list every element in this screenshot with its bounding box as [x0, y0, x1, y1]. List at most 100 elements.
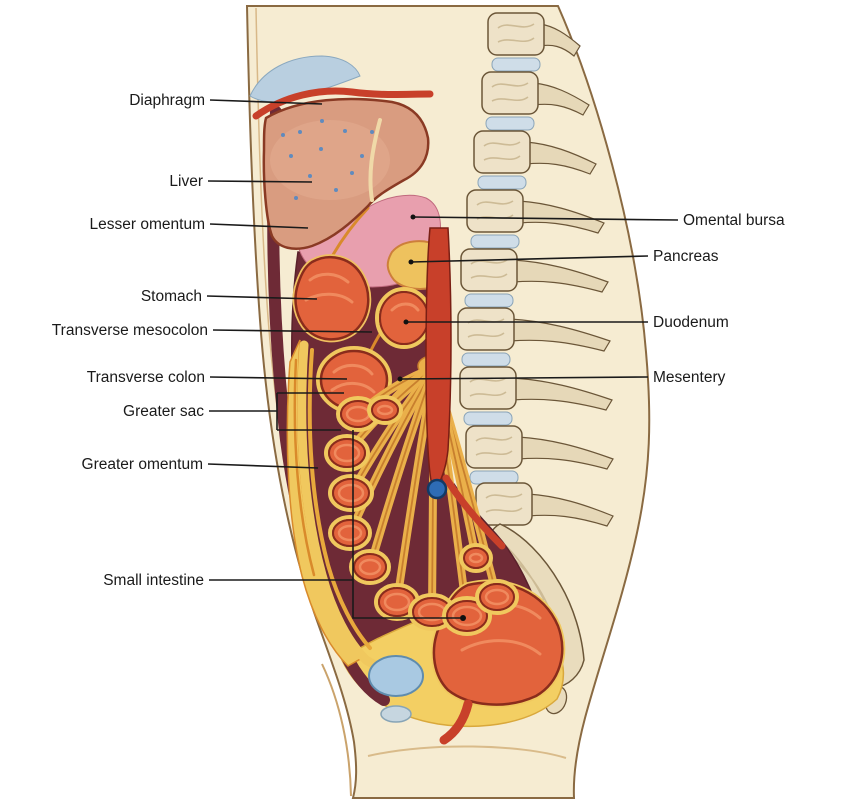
duodenum-dot: [403, 319, 409, 325]
liver-speckles: [281, 119, 374, 200]
omentum-strand: [293, 358, 316, 577]
intestine-loop-highlight: [376, 404, 394, 416]
vertebra-body: [473, 130, 531, 174]
liver-speckle: [289, 154, 293, 158]
spinous-process: [527, 493, 614, 527]
intestine-loop-halo: [367, 395, 403, 425]
intestine-loop-highlight: [468, 552, 484, 564]
omental-bursa-dot: [410, 214, 416, 220]
diaphragm-leader-line: [209, 99, 323, 105]
vertebra-texture: [470, 259, 508, 279]
label-duodenum: Duodenum: [653, 314, 729, 331]
spinous-process: [518, 200, 605, 234]
vertebra-texture: [475, 436, 513, 456]
intervertebral-disc: [461, 352, 511, 367]
vertebra-texture: [497, 23, 535, 43]
stomach-leader-line: [206, 295, 318, 300]
intestine-loop-highlight: [333, 443, 361, 463]
liver-speckle: [319, 147, 323, 151]
vertebra-texture: [485, 493, 523, 513]
omental-bursa-leader-line: [412, 216, 679, 221]
spinous-process: [512, 259, 609, 293]
intervertebral-disc: [485, 116, 535, 131]
aorta: [425, 227, 506, 550]
intestine-loop-halo: [324, 434, 370, 472]
liver-speckle: [281, 133, 285, 137]
label-pancreas: Pancreas: [653, 248, 719, 265]
vertebra-body: [459, 366, 517, 410]
liver-fissure: [368, 118, 382, 202]
pubic-bone: [380, 705, 412, 723]
vertebra-texture: [491, 82, 529, 102]
stomach: [292, 254, 372, 343]
vertebra-texture: [469, 377, 507, 397]
intestine-loop-highlight: [484, 588, 510, 606]
liver-speckle: [320, 119, 324, 123]
pelvic-crease: [367, 745, 567, 759]
vertebra-body: [481, 71, 539, 115]
spinous-process: [517, 436, 614, 470]
intestine-loop: [479, 583, 515, 611]
intestine-loop: [463, 547, 489, 569]
intestine-loop-highlight: [451, 605, 483, 627]
intestine-loop: [332, 478, 370, 508]
label-small-intestine: Small intestine: [103, 572, 204, 589]
label-liver: Liver: [169, 173, 203, 190]
vertebra-body: [457, 307, 515, 351]
greater-sac-leader-line: [209, 392, 344, 431]
intestine-loop-halo: [328, 515, 372, 551]
mesentery-leader-line: [399, 376, 649, 380]
liver-speckle: [298, 130, 302, 134]
liver-speckle: [294, 196, 298, 200]
intervertebral-disc: [469, 470, 519, 485]
spine: [457, 12, 614, 527]
liver: [262, 97, 430, 250]
duodenum-texture: [390, 302, 420, 312]
liver-speckle: [308, 174, 312, 178]
spinous-process: [511, 377, 613, 411]
intervertebral-disc: [477, 175, 527, 190]
vertebra-body: [465, 425, 523, 469]
label-stomach: Stomach: [141, 288, 202, 305]
label-diaphragm: Diaphragm: [129, 92, 205, 109]
intestine-loop: [353, 553, 387, 581]
intervertebral-disc: [491, 57, 541, 72]
label-greater-sac: Greater sac: [123, 403, 204, 420]
intestine-loop-halo: [349, 549, 391, 585]
liver-shading: [270, 120, 390, 200]
small-intestine-dot: [460, 615, 466, 621]
intestine-loop-highlight: [383, 592, 411, 612]
liver-speckle: [334, 188, 338, 192]
intestine-loop-highlight: [337, 483, 365, 503]
small-intestine-leader-line: [209, 430, 460, 619]
bladder: [368, 655, 424, 697]
duodenum: [375, 287, 433, 349]
groin-crease: [321, 663, 352, 797]
label-greater-omentum: Greater omentum: [82, 456, 203, 473]
intestine-loop: [328, 438, 366, 468]
vertebra-texture: [483, 141, 521, 161]
intestine-loop-halo: [475, 579, 519, 615]
inferior-vena-cava: [426, 478, 448, 500]
spinous-process: [539, 23, 581, 57]
colon-texture: [330, 364, 376, 394]
duodenum-body: [379, 291, 429, 345]
labels: Diaphragm Liver Lesser omentum Stomach T…: [52, 92, 785, 621]
intestine-loop-halo: [459, 543, 493, 573]
lesser-omentum-leader-line: [209, 223, 309, 229]
pancreas-leader-line: [410, 255, 649, 263]
vertebra-body: [487, 12, 545, 56]
intestine-loop-highlight: [337, 524, 363, 542]
spinous-process: [525, 141, 597, 175]
greater-omentum-leader-line: [207, 463, 319, 469]
liver-speckle: [360, 154, 364, 158]
aorta-body: [425, 227, 452, 486]
vertebra-body: [466, 189, 524, 233]
liver-speckle: [343, 129, 347, 133]
transverse-mesocolon-leader-line: [212, 329, 373, 333]
label-omental-bursa: Omental bursa: [683, 212, 785, 229]
liver-speckle: [370, 130, 374, 134]
intestine-loop-halo: [328, 474, 374, 512]
